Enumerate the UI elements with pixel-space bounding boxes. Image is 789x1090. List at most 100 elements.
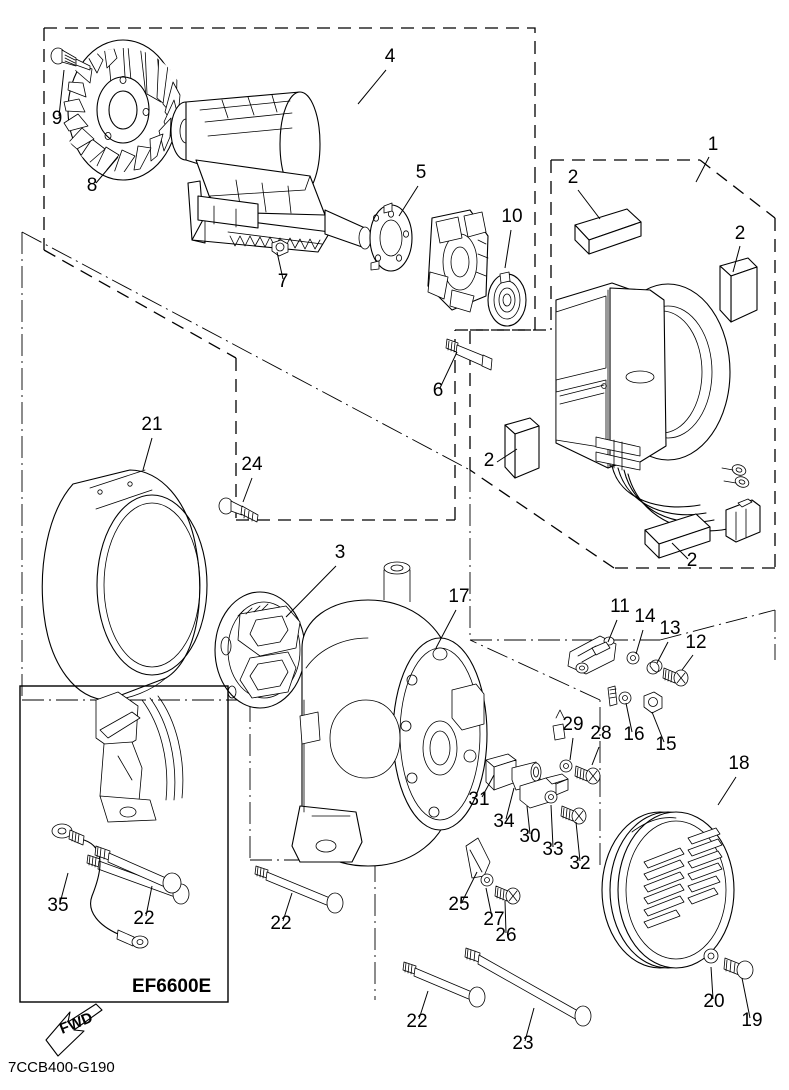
callout-number: 22 <box>133 908 154 929</box>
hardware-29-28 <box>552 709 601 785</box>
callout-14: 14 <box>634 606 656 655</box>
part-insulation-pad <box>574 208 642 255</box>
callout-leader-7 <box>276 251 284 280</box>
callout-26: 26 <box>495 900 517 946</box>
callout-number: 8 <box>87 175 98 196</box>
callout-23: 23 <box>512 1007 535 1054</box>
callout-number: 4 <box>385 46 396 67</box>
callout-4: 4 <box>357 46 396 105</box>
inset-part-22 <box>94 845 182 894</box>
callout-22: 22 <box>133 885 155 929</box>
callout-leader-16 <box>625 702 633 733</box>
callout-number: 26 <box>495 925 516 946</box>
inset-bracket-illustration <box>95 691 184 823</box>
sheet-part-number: 7CCB400-G190 <box>8 1059 115 1076</box>
callout-leader-3 <box>285 565 337 618</box>
callout-number: 29 <box>562 714 583 735</box>
inset-model-label: EF6600E <box>132 976 211 997</box>
callout-leader-29 <box>569 737 574 761</box>
callout-1: 1 <box>695 134 719 183</box>
part-rotor-assembly <box>170 91 372 253</box>
callout-leader-11 <box>607 619 618 643</box>
callout-number: 2 <box>735 223 746 244</box>
callout-leader-19 <box>741 977 751 1019</box>
part-bearing-10 <box>487 271 527 327</box>
callout-number: 32 <box>569 853 590 874</box>
callout-leader-34 <box>505 787 515 820</box>
part-long-bolt-22 <box>402 961 486 1008</box>
callout-leader-1 <box>695 156 710 183</box>
callout-number: 16 <box>623 724 644 745</box>
callout-10: 10 <box>501 206 523 269</box>
callout-leader-22 <box>282 892 293 922</box>
callout-number: 30 <box>519 826 540 847</box>
callout-7: 7 <box>276 251 289 292</box>
callout-16: 16 <box>623 702 645 745</box>
callout-leader-12 <box>681 654 694 671</box>
callout-leader-13 <box>656 641 669 664</box>
callout-leader-21 <box>142 437 153 471</box>
callout-24: 24 <box>241 454 263 503</box>
callout-35: 35 <box>47 872 69 916</box>
callout-leader-2 <box>732 245 741 273</box>
callout-number: 1 <box>708 134 719 155</box>
callout-leader-26 <box>504 900 507 934</box>
callout-leader-32 <box>575 821 581 862</box>
callout-number: 22 <box>406 1011 427 1032</box>
callout-number: 18 <box>728 753 749 774</box>
callout-number: 13 <box>659 618 680 639</box>
callout-leader-4 <box>357 69 387 105</box>
callout-20: 20 <box>703 966 725 1012</box>
callout-leader-2 <box>496 448 518 463</box>
callout-leader-31 <box>481 774 495 798</box>
callout-number: 17 <box>448 586 469 607</box>
part-insulation-pad <box>644 513 711 559</box>
callout-number: 35 <box>47 895 68 916</box>
callout-number: 10 <box>501 206 522 227</box>
callout-number: 11 <box>610 596 630 617</box>
callout-15: 15 <box>651 711 677 755</box>
callout-leader-33 <box>550 804 554 848</box>
part-flange-plate <box>369 202 413 272</box>
hardware-cluster-upper <box>567 635 689 714</box>
callout-5: 5 <box>398 162 426 217</box>
part-stator <box>555 282 761 543</box>
callout-number: 19 <box>741 1010 762 1031</box>
callout-2: 2 <box>484 448 518 471</box>
callout-number: 2 <box>484 450 495 471</box>
callout-leader-6 <box>439 351 458 389</box>
callout-leader-20 <box>710 966 714 1000</box>
callout-leader-9 <box>58 69 65 117</box>
hardware-19-20 <box>703 948 754 980</box>
section-divider-lines <box>21 231 776 1000</box>
part-end-bracket <box>427 209 489 313</box>
callout-number: 6 <box>433 380 444 401</box>
callout-number: 7 <box>278 271 289 292</box>
callout-number: 25 <box>448 894 469 915</box>
callout-leader-25 <box>461 871 478 903</box>
callout-number: 2 <box>568 167 579 188</box>
inset-part-35 <box>51 823 149 949</box>
part-bolt-24 <box>218 497 259 523</box>
callout-3: 3 <box>285 542 346 618</box>
callout-13: 13 <box>656 618 681 664</box>
callout-34: 34 <box>493 787 515 832</box>
callout-number: 24 <box>241 454 263 475</box>
callout-2: 2 <box>568 167 601 220</box>
part-band-cover <box>41 469 208 701</box>
callout-number: 3 <box>335 542 346 563</box>
callout-27: 27 <box>483 887 505 930</box>
callout-number: 15 <box>655 734 676 755</box>
part-insulation-pad <box>719 257 758 323</box>
callout-18: 18 <box>717 753 750 806</box>
callout-leader-27 <box>485 887 493 918</box>
callout-11: 11 <box>607 596 630 643</box>
callout-9: 9 <box>52 69 65 129</box>
callout-leader-5 <box>398 185 419 217</box>
part-nut-7 <box>271 239 289 257</box>
callout-22: 22 <box>406 990 429 1032</box>
callout-25: 25 <box>448 871 478 915</box>
callout-leader-24 <box>242 477 253 503</box>
